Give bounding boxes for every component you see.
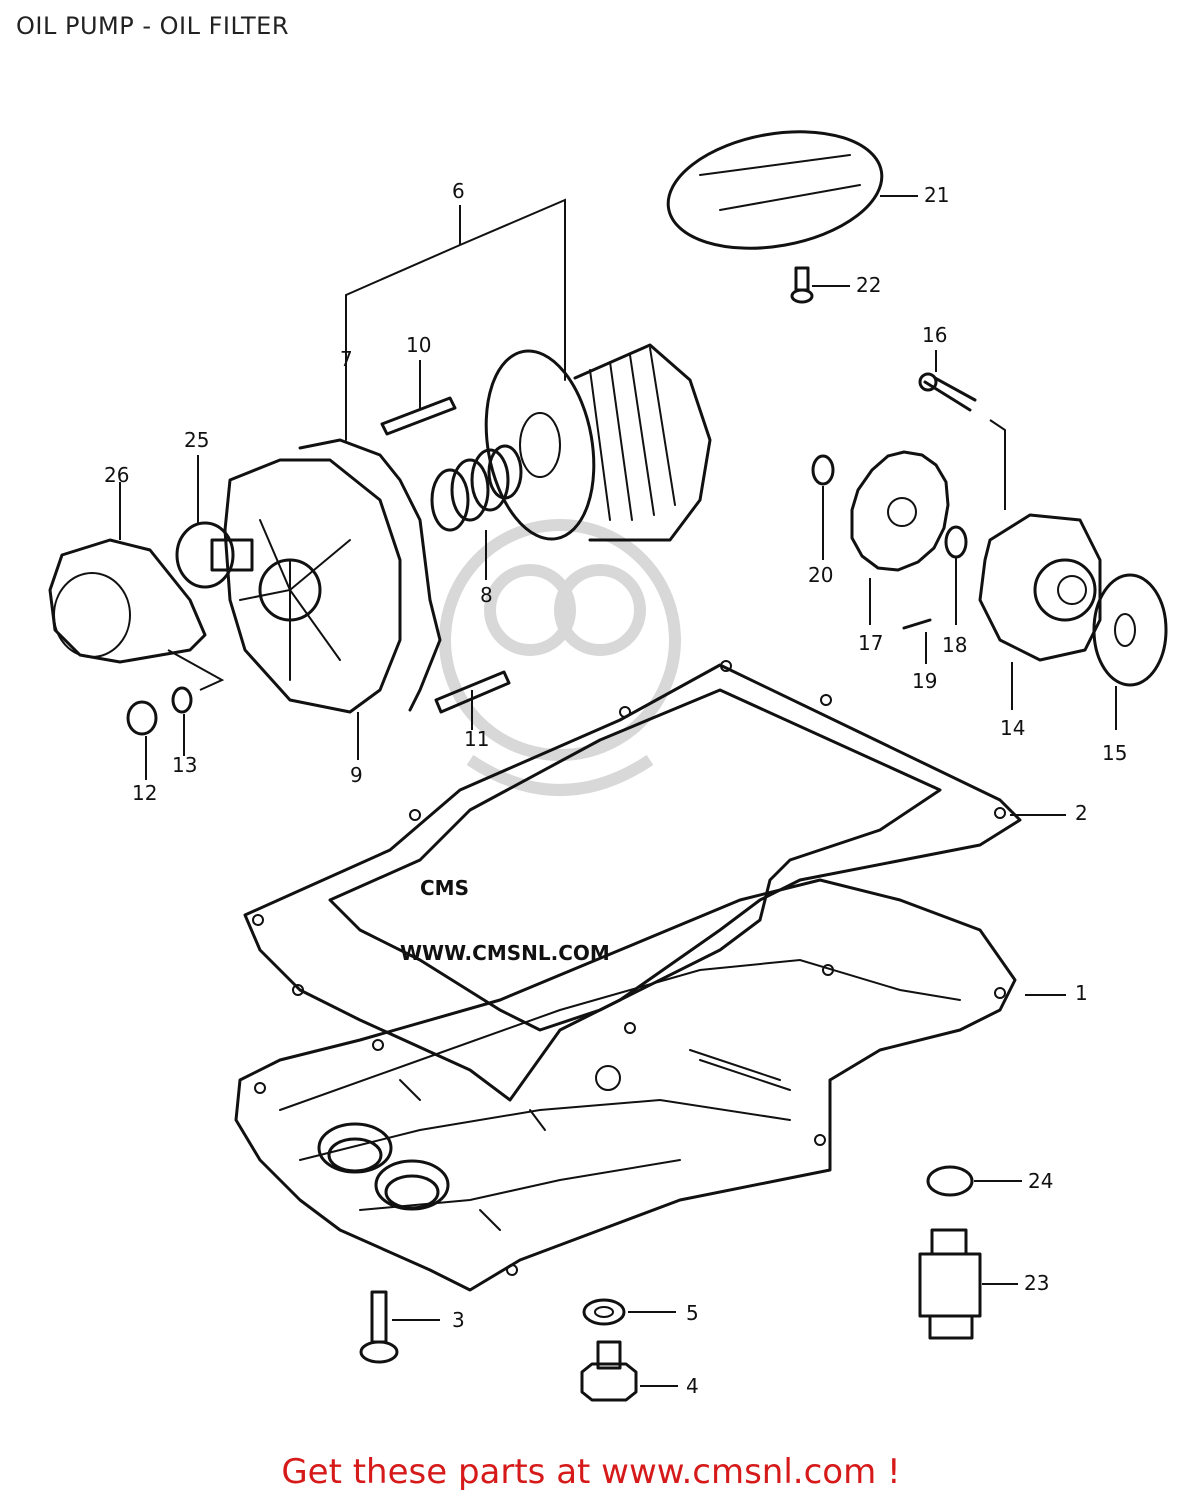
- callout-6: 6: [452, 179, 465, 203]
- part-13-washer[interactable]: [171, 686, 193, 756]
- part-8-spring[interactable]: [430, 444, 523, 580]
- callout-7: 7: [340, 347, 353, 371]
- footer-parts-link[interactable]: Get these parts at www.cmsnl.com !: [281, 1452, 901, 1492]
- part-18-washer[interactable]: [944, 525, 968, 625]
- watermark-text: WWW.CMSNL.COM: [400, 941, 610, 965]
- callout-25: 25: [184, 428, 209, 452]
- part-10-pin[interactable]: [380, 360, 457, 436]
- callout-3: 3: [452, 1308, 465, 1332]
- part-21-cover-plate[interactable]: [659, 116, 918, 264]
- part-20-circlip[interactable]: [811, 454, 835, 560]
- callout-16: 16: [922, 323, 947, 347]
- part-19-pin[interactable]: [902, 618, 932, 664]
- callout-22: 22: [856, 273, 881, 297]
- part-23-pressure-switch[interactable]: [918, 1228, 1018, 1340]
- callout-12: 12: [132, 781, 157, 805]
- part-12-nut[interactable]: [126, 700, 158, 780]
- watermark-logo: CMS WWW.CMSNL.COM: [400, 519, 681, 965]
- callout-19: 19: [912, 669, 937, 693]
- callout-24: 24: [1028, 1169, 1053, 1193]
- part-14-oil-pump[interactable]: [978, 513, 1102, 710]
- callout-15: 15: [1102, 741, 1127, 765]
- part-22-screw[interactable]: [790, 266, 850, 304]
- callout-20: 20: [808, 563, 833, 587]
- part-3-bolt[interactable]: [359, 1290, 440, 1364]
- part-16-bolt[interactable]: [918, 350, 1006, 510]
- part-5-washer[interactable]: [582, 1298, 676, 1326]
- part-1-oil-pan[interactable]: [234, 878, 1017, 1292]
- part-17-sprocket[interactable]: [850, 450, 950, 625]
- callout-4: 4: [686, 1374, 699, 1398]
- callout-17: 17: [858, 631, 883, 655]
- callout-14: 14: [1000, 716, 1025, 740]
- callout-8: 8: [480, 583, 493, 607]
- callout-13: 13: [172, 753, 197, 777]
- part-26-housing[interactable]: [48, 482, 225, 691]
- part-15-pump-cover[interactable]: [1092, 573, 1168, 730]
- page-title: OIL PUMP - OIL FILTER: [16, 12, 290, 40]
- callout-21: 21: [924, 183, 949, 207]
- callout-23: 23: [1024, 1271, 1049, 1295]
- part-2-gasket[interactable]: [243, 660, 1022, 1102]
- callout-1: 1: [1075, 981, 1088, 1005]
- part-9-filter-cap[interactable]: [223, 458, 402, 760]
- watermark-logo-text: CMS: [420, 876, 469, 900]
- callout-11: 11: [464, 727, 489, 751]
- part-7-o-ring[interactable]: [298, 390, 442, 712]
- callout-18: 18: [942, 633, 967, 657]
- part-24-ring[interactable]: [926, 1165, 1022, 1197]
- oil-filter-element[interactable]: [472, 342, 712, 547]
- part-11-pin[interactable]: [434, 670, 511, 730]
- callout-10: 10: [406, 333, 431, 357]
- callout-5: 5: [686, 1301, 699, 1325]
- callout-2: 2: [1075, 801, 1088, 825]
- part-6-bracket: [345, 198, 566, 441]
- part-4-drain-plug[interactable]: [580, 1340, 678, 1402]
- callout-26: 26: [104, 463, 129, 487]
- callout-9: 9: [350, 763, 363, 787]
- part-25-bypass-valve[interactable]: [175, 455, 254, 589]
